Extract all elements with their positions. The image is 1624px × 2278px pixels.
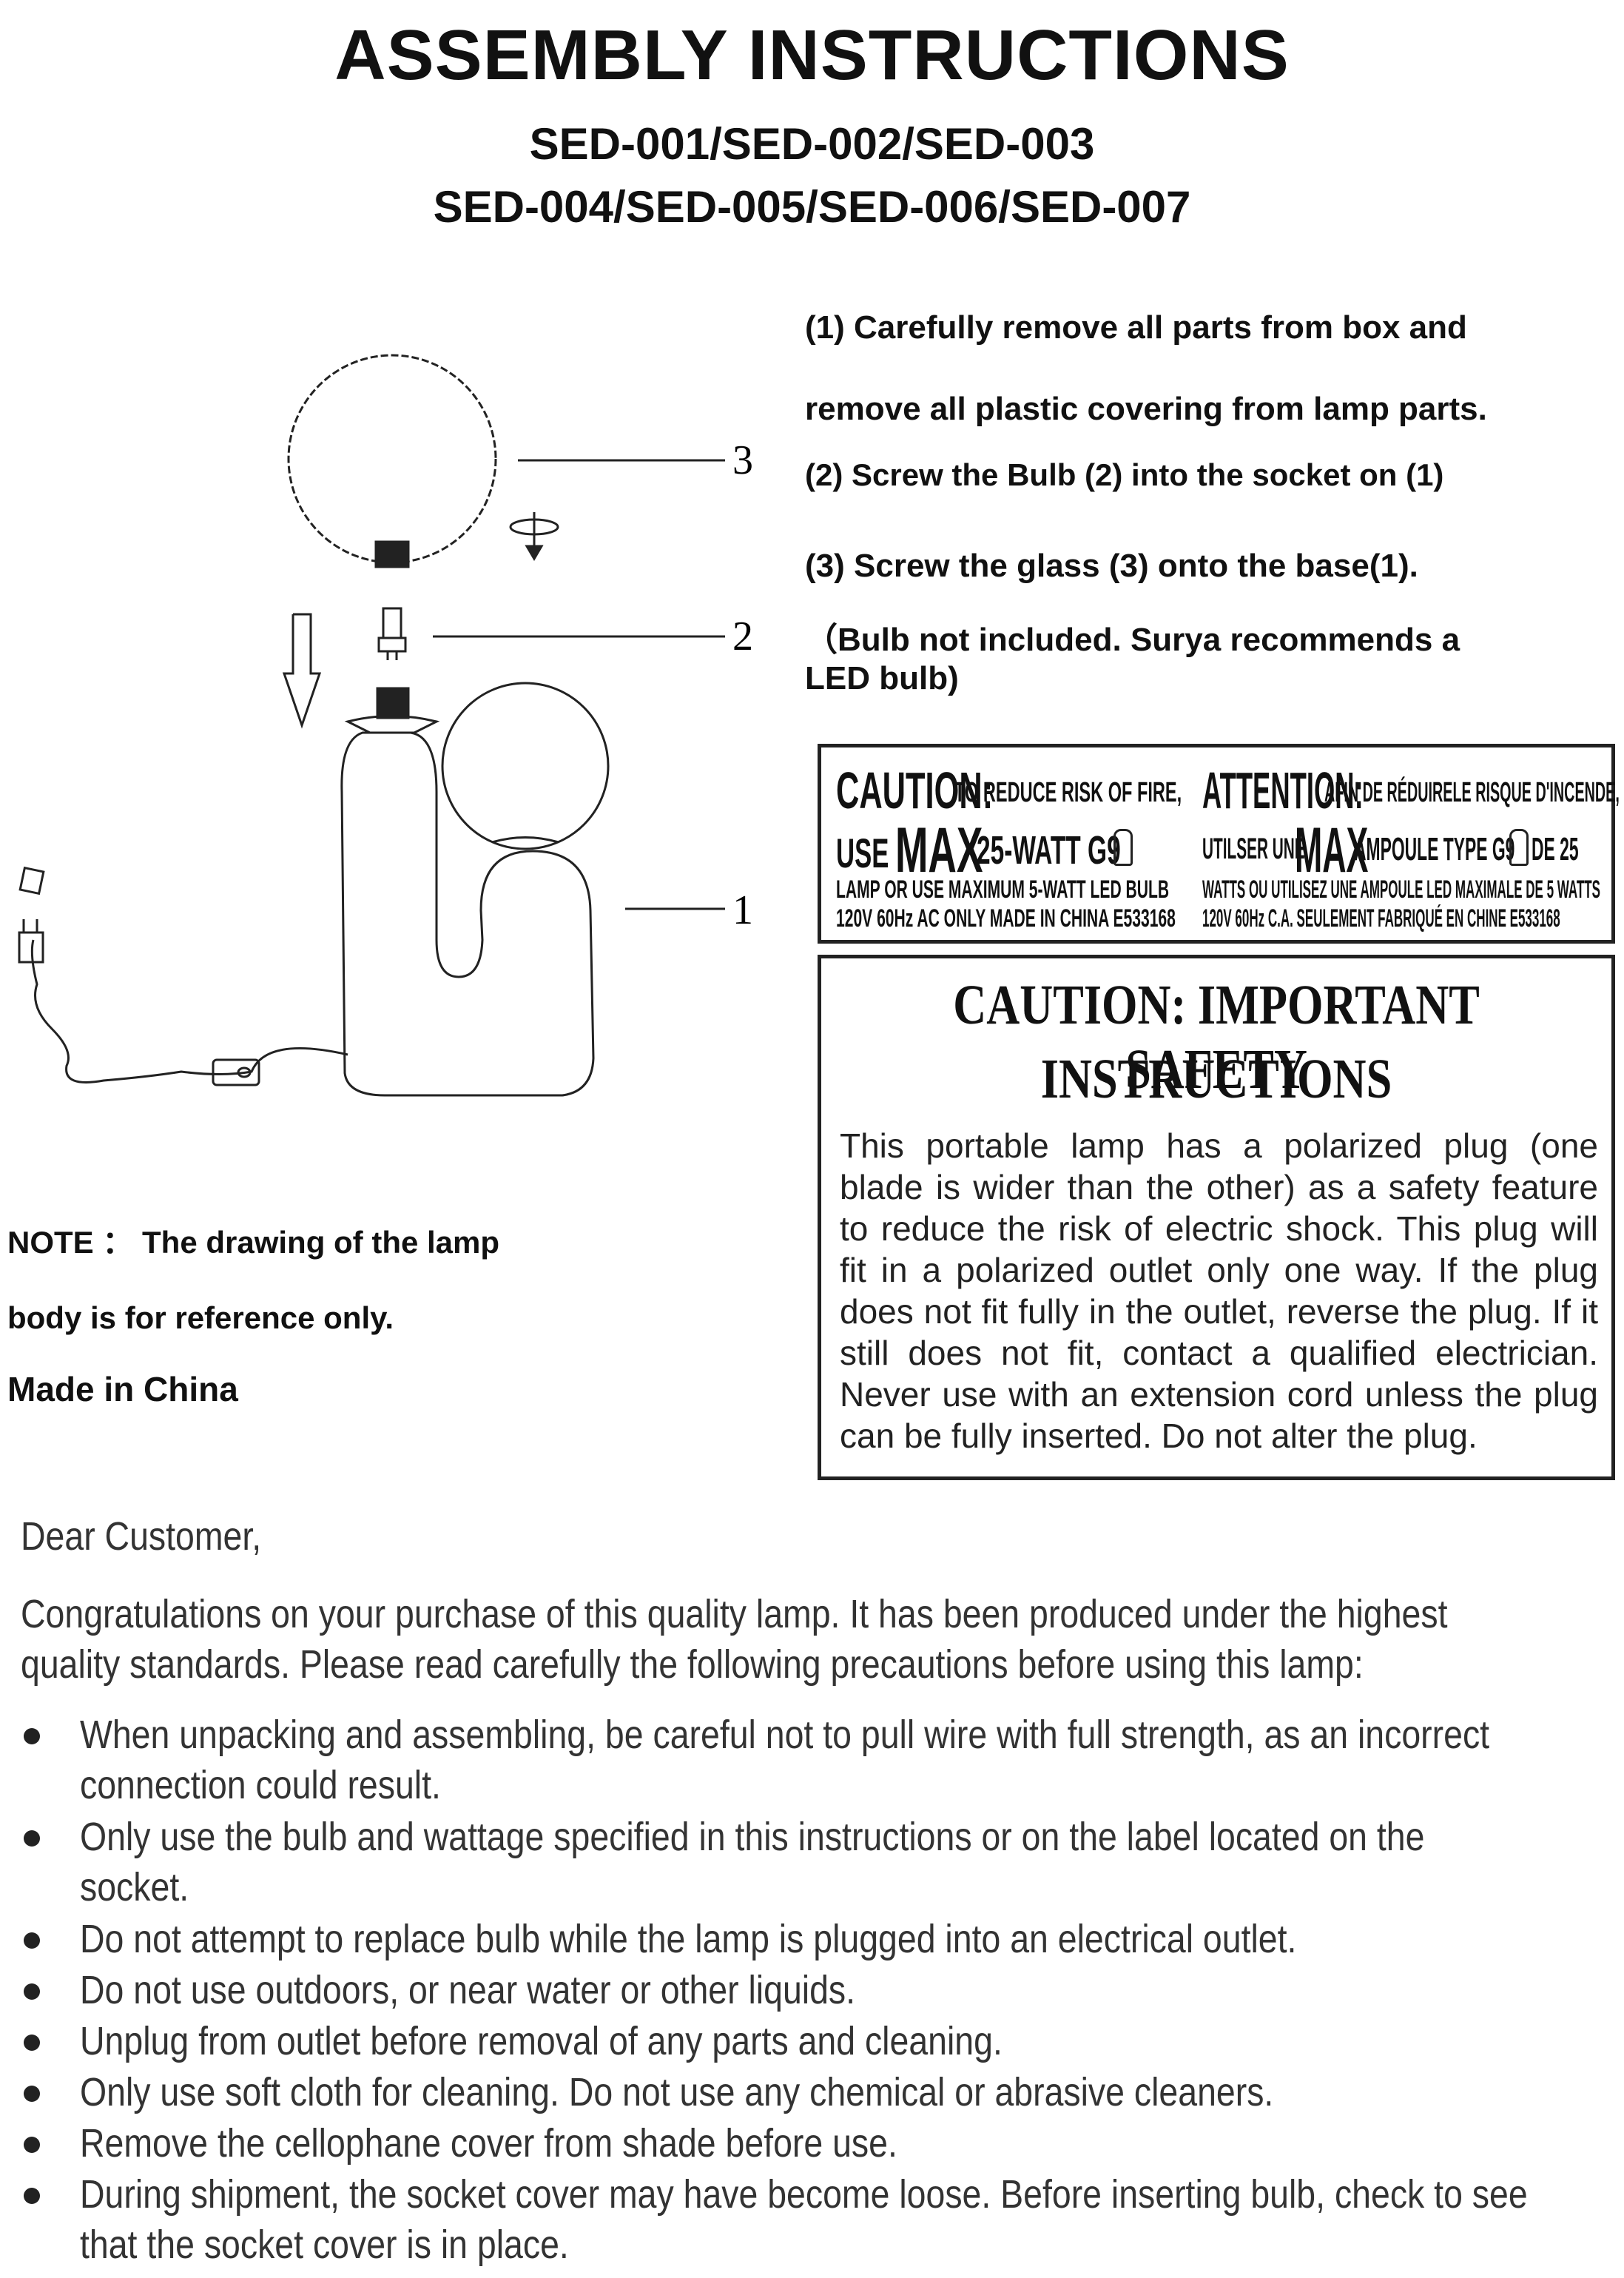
caution-watt: 25-WATT G9 <box>977 828 1121 873</box>
rotate-icon <box>509 512 559 561</box>
socket <box>376 687 410 719</box>
precaution-2-line-1: Only use the bulb and wattage specified … <box>80 1815 1425 1859</box>
bullet-dot <box>24 2035 40 2051</box>
bullet-dot <box>24 2086 40 2102</box>
step-1-line-2: remove all plastic covering from lamp pa… <box>805 391 1487 427</box>
bulb-note-line-2: LED bulb) <box>805 660 959 696</box>
step-2: (2) Screw the Bulb (2) into the socket o… <box>805 457 1444 492</box>
letter-greeting: Dear Customer, <box>21 1514 262 1559</box>
caution-line-4: 120V 60Hz AC ONLY MADE IN CHINA E533168 <box>836 904 1176 933</box>
caution-max: MAX <box>895 815 983 886</box>
safety-title-line-2: INSTRUCTIONS <box>1040 1048 1392 1110</box>
plug-icon <box>18 866 45 964</box>
bullet-dot <box>24 2188 40 2204</box>
down-arrow-icon <box>282 613 322 729</box>
lamp-head <box>441 682 610 850</box>
globe-neck <box>374 540 410 568</box>
power-cord <box>30 939 348 1083</box>
precaution-8-line-2: that the socket cover is in place. <box>80 2222 569 2267</box>
attention-use: UTILSER UNE <box>1202 833 1305 865</box>
precaution-6: Only use soft cloth for cleaning. Do not… <box>80 2070 1274 2114</box>
glass-globe <box>287 354 497 564</box>
inline-switch <box>212 1058 260 1086</box>
precaution-2-line-2: socket. <box>80 1865 189 1909</box>
callout-3: 3 <box>732 437 753 483</box>
made-in-china: Made in China <box>7 1370 238 1408</box>
bulb-icon <box>1113 829 1133 866</box>
caution-word: CAUTION: <box>836 762 994 819</box>
bulb-icon <box>1509 829 1529 866</box>
attention-max: MAX <box>1295 815 1369 886</box>
note-line-2: body is for reference only. <box>7 1300 394 1335</box>
page-title: ASSEMBLY INSTRUCTIONS <box>334 16 1290 95</box>
letter-intro-line-1: Congratulations on your purchase of this… <box>21 1592 1448 1636</box>
bullet-dot <box>24 1932 40 1949</box>
bulb-note-line-1: （Bulb not included. Surya recommends a <box>805 622 1460 658</box>
precaution-4: Do not use outdoors, or near water or ot… <box>80 1968 856 2012</box>
callout-2: 2 <box>732 614 753 659</box>
lamp-assembly-diagram: 3 2 1 <box>18 354 753 1097</box>
caution-line-3: LAMP OR USE MAXIMUM 5-WATT LED BULB <box>836 876 1170 904</box>
attention-type: AMPOULE TYPE G9 <box>1354 831 1515 867</box>
caution-label: CAUTION: TO REDUCE RISK OF FIRE, USE MAX… <box>818 744 1620 944</box>
note-line-1: NOTE ： The drawing of the lamp <box>7 1225 500 1260</box>
lamp-body <box>340 731 595 1097</box>
precaution-5: Unplug from outlet before removal of any… <box>80 2019 1003 2063</box>
step-3: (3) Screw the glass (3) onto the base(1)… <box>805 548 1418 584</box>
precaution-1-line-2: connection could result. <box>80 1763 441 1807</box>
attention-de: DE 25 <box>1532 831 1579 867</box>
bullet-dot <box>24 1983 40 2000</box>
g9-bulb <box>377 607 407 660</box>
caution-use: USE <box>836 830 889 876</box>
letter-intro-line-2: quality standards. Please read carefully… <box>21 1642 1364 1687</box>
precaution-3: Do not attempt to replace bulb while the… <box>80 1917 1297 1961</box>
attention-line-4: 120V 60Hz C.A. SEULEMENT FABRIQUÉ EN CHI… <box>1202 904 1560 933</box>
bullet-dot <box>24 1728 40 1744</box>
attention-word: ATTENTION: <box>1202 762 1364 819</box>
step-1-line-1: (1) Carefully remove all parts from box … <box>805 309 1467 346</box>
caution-line-1: TO REDUCE RISK OF FIRE, <box>954 777 1182 808</box>
bullet-dot <box>24 1830 40 1847</box>
model-numbers-line-2: SED-004/SED-005/SED-006/SED-007 <box>433 182 1191 232</box>
attention-line-3: WATTS OU UTILISEZ UNE AMPOULE LED MAXIMA… <box>1202 876 1601 904</box>
safety-instructions-box: CAUTION: IMPORTANT SAFETY INSTRUCTIONS T… <box>818 955 1615 1480</box>
precaution-1-line-1: When unpacking and assembling, be carefu… <box>80 1713 1490 1757</box>
precaution-8-line-1: During shipment, the socket cover may ha… <box>80 2172 1528 2217</box>
attention-line-1: AFIN DE RÉDUIRELE RISQUE D'INCENDE, <box>1324 777 1620 808</box>
model-numbers-line-1: SED-001/SED-002/SED-003 <box>529 119 1095 169</box>
safety-body: This portable lamp has a polarized plug … <box>840 1126 1598 1455</box>
callout-1: 1 <box>732 887 753 933</box>
bullet-dot <box>24 2137 40 2153</box>
safety-title-line-1: CAUTION: IMPORTANT SAFETY <box>953 974 1480 1101</box>
precaution-7: Remove the cellophane cover from shade b… <box>80 2121 897 2166</box>
